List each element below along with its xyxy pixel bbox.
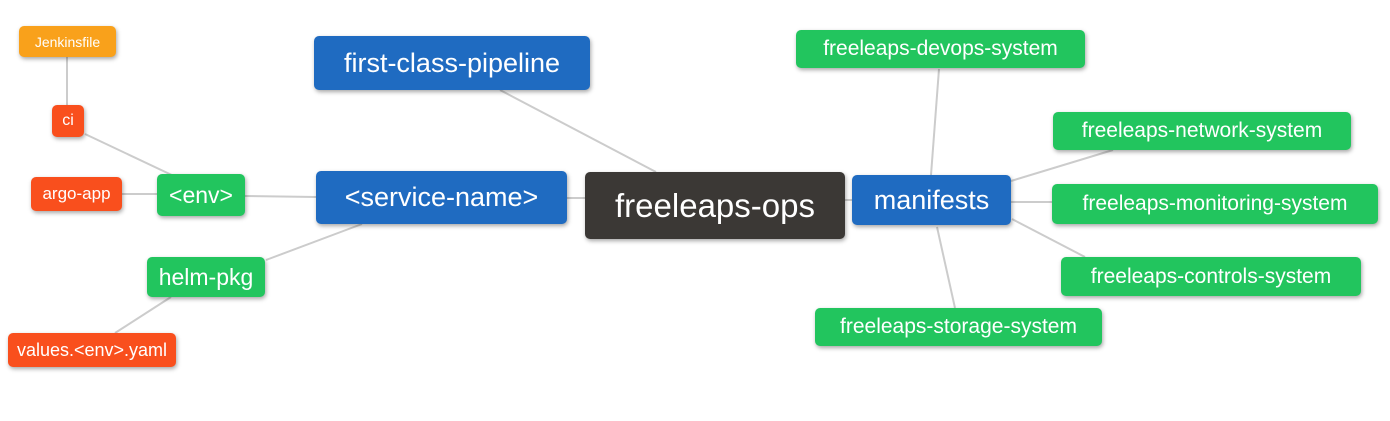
node-freeleaps-controls-system[interactable]: freeleaps-controls-system (1061, 257, 1361, 296)
node-freeleaps-monitoring-system[interactable]: freeleaps-monitoring-system (1052, 184, 1378, 224)
edge-env-to-service-name (244, 195, 317, 198)
edge-manifests-to-network-system (1010, 149, 1114, 182)
node-freeleaps-devops-system[interactable]: freeleaps-devops-system (796, 30, 1085, 68)
node-values-env-yaml[interactable]: values.<env>.yaml (8, 333, 176, 367)
node-argo-app[interactable]: argo-app (31, 177, 122, 211)
node-jenkinsfile[interactable]: Jenkinsfile (19, 26, 116, 57)
edge-manifests-to-controls-system (1011, 218, 1086, 258)
node-freeleaps-ops[interactable]: freeleaps-ops (585, 172, 845, 239)
edge-manifests-to-devops-system (930, 68, 940, 176)
edge-helm-pkg-to-service-name (265, 223, 363, 261)
node-env[interactable]: <env> (157, 174, 245, 216)
node-freeleaps-storage-system[interactable]: freeleaps-storage-system (815, 308, 1102, 346)
edge-ci-to-env (84, 133, 177, 178)
node-service-name[interactable]: <service-name> (316, 171, 567, 224)
edge-values-to-helm-pkg (114, 296, 172, 334)
node-helm-pkg[interactable]: helm-pkg (147, 257, 265, 297)
node-ci[interactable]: ci (52, 105, 84, 137)
node-first-class-pipeline[interactable]: first-class-pipeline (314, 36, 590, 90)
node-freeleaps-network-system[interactable]: freeleaps-network-system (1053, 112, 1351, 150)
edge-pipeline-to-freeleaps-ops (499, 89, 657, 173)
edge-manifests-to-storage-system (936, 226, 956, 309)
node-manifests[interactable]: manifests (852, 175, 1011, 225)
